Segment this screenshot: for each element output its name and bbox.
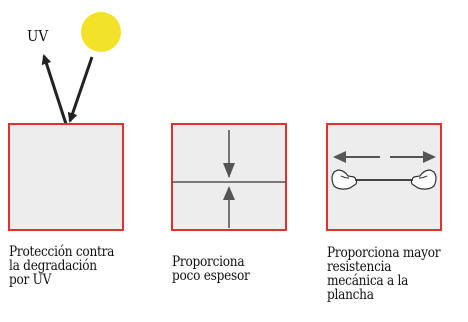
caption-line: Proporciona [172,254,245,270]
caption-line: plancha [327,287,374,303]
caption-line: mecánica a la [327,273,409,289]
caption-uv-protection: Protección contra la degradación por UV [9,245,114,287]
sun-icon [81,12,121,52]
uv-protection-box [8,123,124,231]
left-hand-icon [331,169,358,190]
caption-line: por UV [9,272,52,288]
uv-label: UV [27,27,49,45]
caption-strength: Proporciona mayor resistencia mecánica a… [327,245,441,303]
incoming-ray-arrow [67,56,94,123]
pull-right-arrowhead [423,151,436,163]
compress-down-arrowhead [223,163,235,178]
caption-thickness: Proporciona poco espesor [172,255,250,283]
caption-line: Protección contra [9,244,115,260]
caption-line: la degradación [9,258,97,274]
compress-up-arrowhead [223,186,235,200]
right-hand-icon [410,169,437,190]
pull-left-arrowhead [333,151,346,163]
caption-line: resistencia [327,259,392,275]
caption-line: Proporciona mayor [327,245,441,261]
caption-line: poco espesor [172,268,250,284]
reflected-ray-arrow [41,54,68,125]
